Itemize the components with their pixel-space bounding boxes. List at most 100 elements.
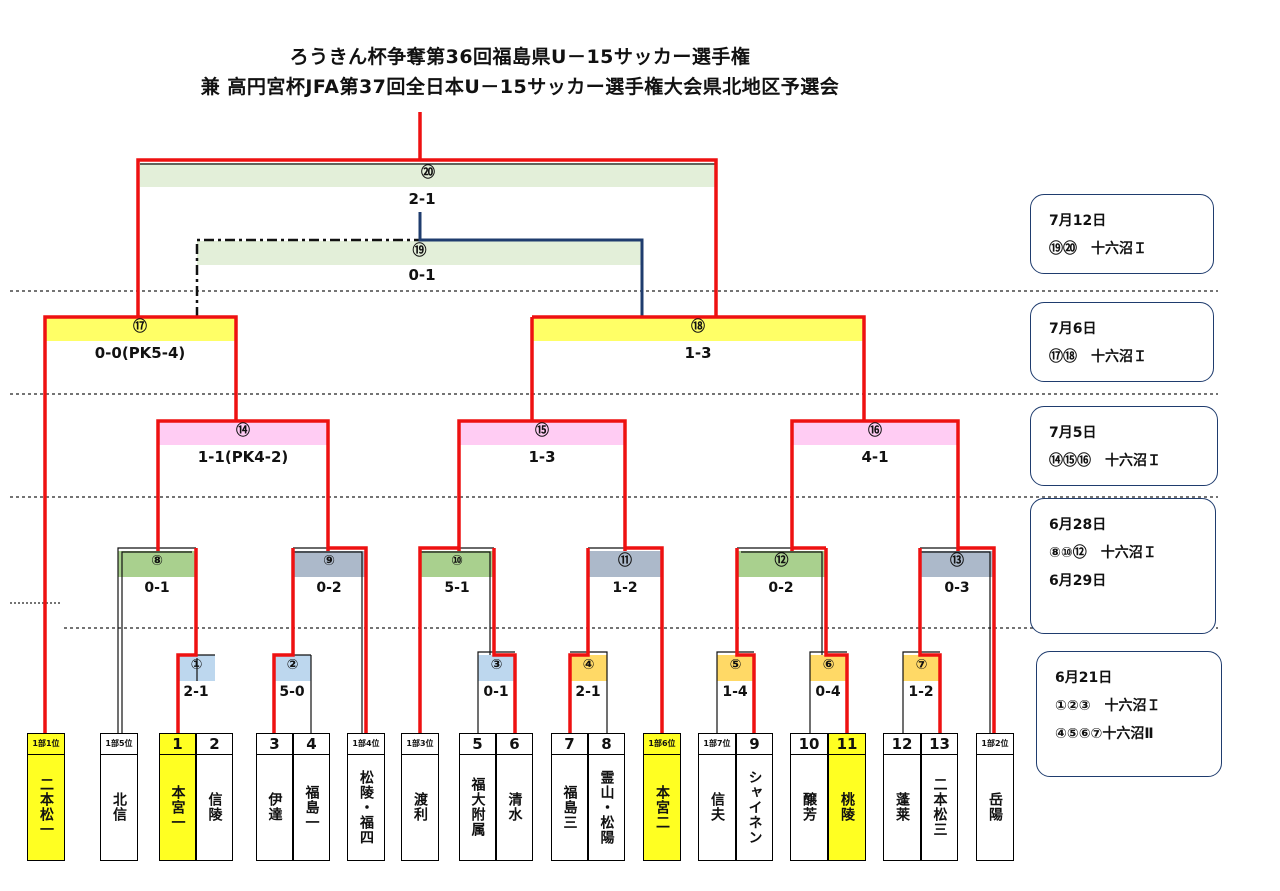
schedule-box-jul6: 7月6日 ⑰⑱ 十六沼Ｉ	[1030, 302, 1214, 382]
team-name: 信夫	[709, 792, 725, 822]
schedule-venue: ⑭⑮⑯ 十六沼Ｉ	[1049, 453, 1161, 469]
title-line-1: ろうきん杯争奪第36回福島県U－15サッカー選手権	[289, 46, 751, 68]
match-15-id: ⑮	[535, 423, 549, 439]
schedule-date: 6月21日	[1055, 670, 1113, 686]
team-slot-11: 7 福島三	[551, 733, 588, 861]
schedule-venue: ⑰⑱ 十六沼Ｉ	[1049, 349, 1147, 365]
title-line-2: 兼 高円宮杯JFA第37回全日本U－15サッカー選手権大会県北地区予選会	[200, 76, 840, 98]
match-header-fill	[459, 421, 625, 445]
team-seed: 1部1位	[28, 734, 64, 755]
bracket-line-40	[735, 548, 756, 733]
team-slot-9: 5 福大附属	[459, 733, 496, 861]
bracket-line-33	[328, 546, 368, 733]
match-13-score: 0-3	[944, 580, 970, 596]
team-slot-12: 8 霊山・松陽	[588, 733, 625, 861]
match-11-score: 1-2	[612, 580, 638, 596]
team-seed: 1部2位	[977, 734, 1013, 755]
team-name: 松陵・福四	[358, 769, 374, 845]
match-9-score: 0-2	[316, 580, 342, 596]
team-slot-8: 1部3位 渡利	[401, 733, 439, 861]
team-seed: 1部5位	[101, 734, 137, 755]
schedule-date: 7月5日	[1049, 425, 1097, 441]
bracket-line-43	[918, 548, 942, 733]
match-15-score: 1-3	[528, 448, 556, 466]
schedule-box-jun21: 6月21日 ①②③ 十六沼Ｉ ④⑤⑥⑦十六沼Ⅱ	[1036, 651, 1222, 777]
team-slot-7: 1部4位 松陵・福四	[347, 733, 385, 861]
team-seed: 8	[589, 734, 624, 755]
team-slot-4: 2 信陵	[196, 733, 233, 861]
bracket-line-6	[420, 551, 491, 655]
team-slot-1: 1部1位 二本松一	[27, 733, 65, 861]
team-name: 渡利	[412, 792, 428, 822]
schedule-date: 6月28日	[1049, 517, 1107, 533]
bracket-line-35	[418, 546, 459, 733]
team-name: 二本松一	[38, 777, 54, 837]
match-4-id: ④	[582, 657, 595, 673]
match-10-id: ⑩	[451, 553, 463, 569]
team-seed: 11	[829, 734, 865, 755]
team-slot-20: 1部2位 岳陽	[976, 733, 1014, 861]
match-3-score: 0-1	[483, 684, 509, 700]
team-seed: 1部4位	[348, 734, 384, 755]
match-header-fill	[158, 421, 328, 445]
bracket-line-36	[492, 548, 517, 733]
match-header-fill	[478, 655, 515, 681]
match-1-score: 2-1	[183, 684, 209, 700]
match-14-score: 1-1(PK4-2)	[197, 448, 289, 466]
match-header-fill	[737, 551, 826, 577]
team-seed: 1部7位	[699, 734, 735, 755]
team-seed: 1	[160, 734, 195, 755]
bracket-line-29	[457, 419, 627, 551]
match-5-id: ⑤	[729, 657, 742, 673]
team-seed: 1部6位	[644, 734, 680, 755]
schedule-date: 7月12日	[1049, 213, 1107, 229]
match-header-fill	[903, 655, 940, 681]
match-header-fill	[588, 551, 662, 577]
bracket-line-1	[117, 547, 196, 733]
schedule-box-jul12: 7月12日 ⑲⑳ 十六沼Ｉ	[1030, 194, 1214, 274]
match-13-id: ⑬	[950, 553, 964, 569]
match-3-id: ③	[490, 657, 503, 673]
match-header-fill	[532, 317, 864, 341]
match-10-score: 5-1	[444, 580, 470, 596]
match-header-fill	[810, 655, 847, 681]
match-14-id: ⑭	[236, 423, 250, 439]
schedule-date: 7月6日	[1049, 321, 1097, 337]
schedule-box-jul5: 7月5日 ⑭⑮⑯ 十六沼Ｉ	[1030, 406, 1218, 486]
bracket-line-37	[625, 546, 664, 733]
bracket-line-4	[293, 551, 363, 733]
bracket-line-16	[920, 551, 991, 733]
match-2-score: 5-0	[279, 684, 305, 700]
team-name: 伊達	[266, 792, 283, 822]
team-name: 霊山・松陽	[598, 769, 615, 845]
match-header-fill	[792, 421, 958, 445]
match-20-id: ⑳	[421, 165, 435, 181]
match-11-id: ⑪	[618, 553, 632, 569]
bracket-line-30	[790, 419, 960, 551]
bracket-line-7	[477, 651, 515, 733]
schedule-venue: ⑲⑳ 十六沼Ｉ	[1049, 241, 1147, 257]
match-1-id: ①	[190, 657, 203, 673]
match-header-fill	[197, 241, 642, 265]
team-slot-15: 9 シャイネン	[736, 733, 773, 861]
final-19-dashed-line	[195, 238, 420, 317]
match-9-id: ⑨	[323, 553, 335, 569]
match-5-score: 1-4	[722, 684, 748, 700]
team-seed: 3	[257, 734, 292, 755]
team-seed: 7	[552, 734, 587, 755]
match-12-id: ⑫	[774, 553, 789, 569]
team-seed: 9	[737, 734, 772, 755]
bracket-line-38	[568, 548, 590, 733]
team-seed: 12	[884, 734, 920, 755]
match-17-score: 0-0(PK5-4)	[94, 344, 186, 362]
team-name: 岳陽	[987, 792, 1003, 822]
bracket-line-9	[570, 651, 608, 733]
team-slot-3: 1 本宮一	[159, 733, 196, 861]
match-header-fill	[274, 655, 311, 681]
schedule-box-jun28: 6月28日 ⑧⑩⑫ 十六沼Ｉ 6月29日	[1030, 498, 1216, 634]
match-header-fill	[920, 551, 994, 577]
schedule-venue: ⑧⑩⑫ 十六沼Ｉ	[1049, 545, 1157, 561]
team-seed: 13	[922, 734, 957, 755]
